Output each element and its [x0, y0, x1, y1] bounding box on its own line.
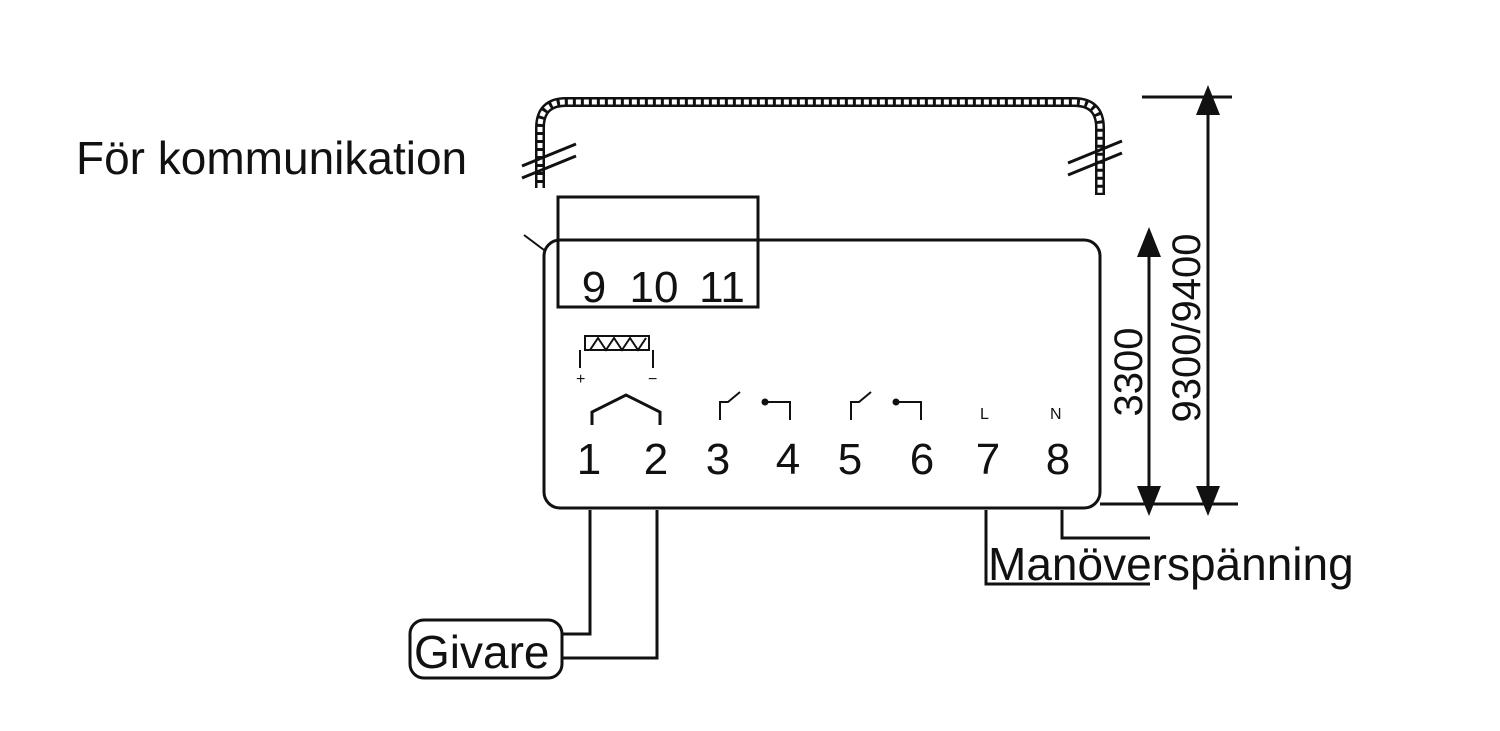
- terminal-3: 3: [706, 435, 730, 484]
- communication-terminal-block: [556, 195, 760, 309]
- control-voltage-wires: [984, 510, 1150, 586]
- neutral-mark: N: [1050, 406, 1062, 423]
- terminal-5: 5: [838, 435, 862, 484]
- terminal-6: 6: [910, 435, 934, 484]
- relay-contact-1-icon: [719, 391, 791, 420]
- device-housing: [542, 238, 1102, 510]
- relay-contact-2-icon: [850, 391, 922, 420]
- terminal-2: 2: [644, 435, 668, 484]
- inner-dimension-label: 3300: [1107, 328, 1151, 417]
- dimension-lines: [1100, 85, 1238, 516]
- terminal-10: 10: [630, 263, 679, 312]
- terminal-4: 4: [776, 435, 800, 484]
- plus-mark: +: [576, 371, 585, 388]
- outer-dimension-label: 9300/9400: [1165, 233, 1209, 422]
- terminal-11: 11: [699, 263, 745, 312]
- live-mark: L: [980, 406, 989, 423]
- terminal-1: 1: [577, 435, 601, 484]
- sensor-label: Givare: [414, 626, 549, 678]
- sensor-wires: [562, 510, 659, 660]
- terminal-7: 7: [976, 435, 1000, 484]
- control-voltage-label: Manöverspänning: [988, 538, 1354, 590]
- sensor-jumper-icon: [590, 393, 662, 425]
- sensor-coil-icon: [579, 335, 654, 368]
- terminal-9: 9: [582, 263, 606, 312]
- minus-mark: −: [648, 371, 657, 388]
- terminal-8: 8: [1046, 435, 1070, 484]
- housing-lead-line: [523, 234, 545, 251]
- sensor-box: [408, 618, 564, 680]
- communication-cable: [521, 97, 1123, 195]
- communication-label: För kommunikation: [76, 132, 467, 184]
